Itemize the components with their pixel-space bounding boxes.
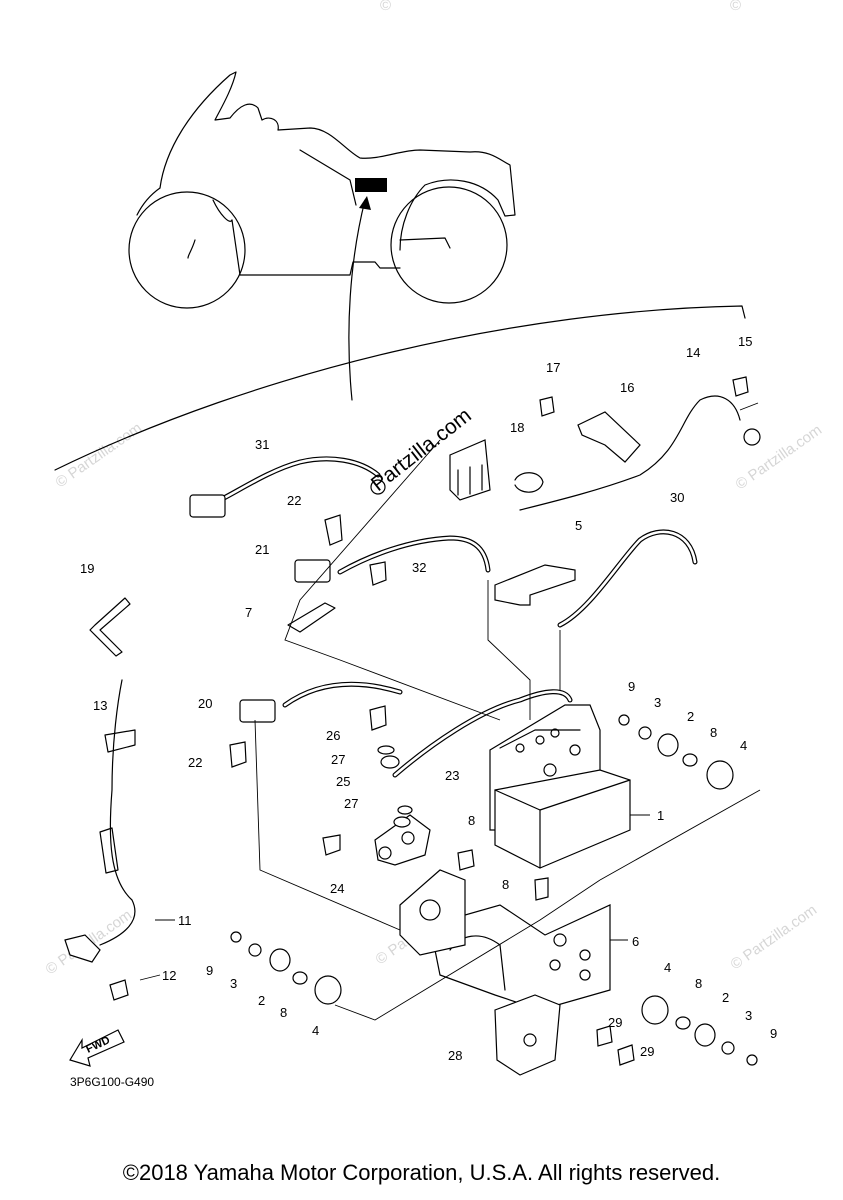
- leader-lines: [139, 402, 761, 1021]
- sub-bracket: [399, 869, 466, 956]
- front-sensor-lead: [519, 395, 741, 511]
- callout-23: 23: [445, 768, 459, 783]
- callout-20: 20: [198, 696, 212, 711]
- wire-bracket: [89, 597, 131, 657]
- callout-2: 2: [722, 990, 729, 1005]
- callout-13: 13: [93, 698, 107, 713]
- watermark-faint: © Partzilla.com: [53, 419, 146, 491]
- callout-21: 21: [255, 542, 269, 557]
- callout-9: 9: [628, 679, 635, 694]
- callout-31: 31: [255, 437, 269, 452]
- callout-8: 8: [468, 813, 475, 828]
- callout-19: 19: [80, 561, 94, 576]
- callout-1: 1: [657, 808, 664, 823]
- callout-2: 2: [687, 709, 694, 724]
- abs-bracket: [429, 904, 611, 1011]
- copyright-notice: ©2018 Yamaha Motor Corporation, U.S.A. A…: [122, 1160, 721, 1185]
- callout-8: 8: [695, 976, 702, 991]
- plate: [287, 602, 336, 633]
- callout-4: 4: [740, 738, 747, 753]
- abs-location-marker: [355, 178, 387, 192]
- callout-8: 8: [710, 725, 717, 740]
- callout-3: 3: [230, 976, 237, 991]
- sensor-bracket: [577, 411, 641, 463]
- callout-2: 2: [258, 993, 265, 1008]
- callout-6: 6: [632, 934, 639, 949]
- callout-9: 9: [770, 1026, 777, 1041]
- callout-15: 15: [738, 334, 752, 349]
- callout-7: 7: [245, 605, 252, 620]
- diagram-code: 3P6G100-G490: [70, 1075, 154, 1089]
- callout-12: 12: [162, 968, 176, 983]
- callout-4: 4: [312, 1023, 319, 1038]
- callout-24: 24: [330, 881, 344, 896]
- callout-8: 8: [502, 877, 509, 892]
- callout-3: 3: [654, 695, 661, 710]
- callout-27: 27: [331, 752, 345, 767]
- callout-29: 29: [640, 1044, 654, 1059]
- callout-9: 9: [206, 963, 213, 978]
- watermark-faint: © Partzilla.com: [728, 901, 821, 973]
- callout-4: 4: [664, 960, 671, 975]
- damper-pad: [494, 564, 576, 606]
- callout-11: 11: [178, 913, 192, 928]
- callout-17: 17: [546, 360, 560, 375]
- callout-14: 14: [686, 345, 700, 360]
- callout-22: 22: [188, 755, 202, 770]
- callout-25: 25: [336, 774, 350, 789]
- callout-32: 32: [412, 560, 426, 575]
- callout-22: 22: [287, 493, 301, 508]
- callout-8: 8: [280, 1005, 287, 1020]
- abs-hydraulic-unit: [489, 704, 631, 869]
- watermark-faint: ©: [380, 0, 391, 14]
- callout-labels: 1 2 2 2 3 3 3 4 4 4 5 6 7 8 8 8 8 8 9 9 …: [80, 334, 777, 1063]
- callout-30: 30: [670, 490, 684, 505]
- motorcycle-outline: [128, 71, 516, 401]
- clamp: [514, 472, 544, 493]
- callout-27: 27: [344, 796, 358, 811]
- callout-18: 18: [510, 420, 524, 435]
- watermark-faint: ©: [730, 0, 741, 14]
- brake-pipes: [217, 456, 698, 778]
- callout-5: 5: [575, 518, 582, 533]
- callout-16: 16: [620, 380, 634, 395]
- callout-26: 26: [326, 728, 340, 743]
- hardware: [109, 376, 758, 1066]
- callout-3: 3: [745, 1008, 752, 1023]
- faint-watermarks: © Partzilla.com © Partzilla.com © Partzi…: [43, 0, 826, 978]
- callout-29: 29: [608, 1015, 622, 1030]
- rear-sensor-lead: [99, 679, 136, 946]
- callout-28: 28: [448, 1048, 462, 1063]
- fwd-arrow: FWD: [69, 1029, 125, 1067]
